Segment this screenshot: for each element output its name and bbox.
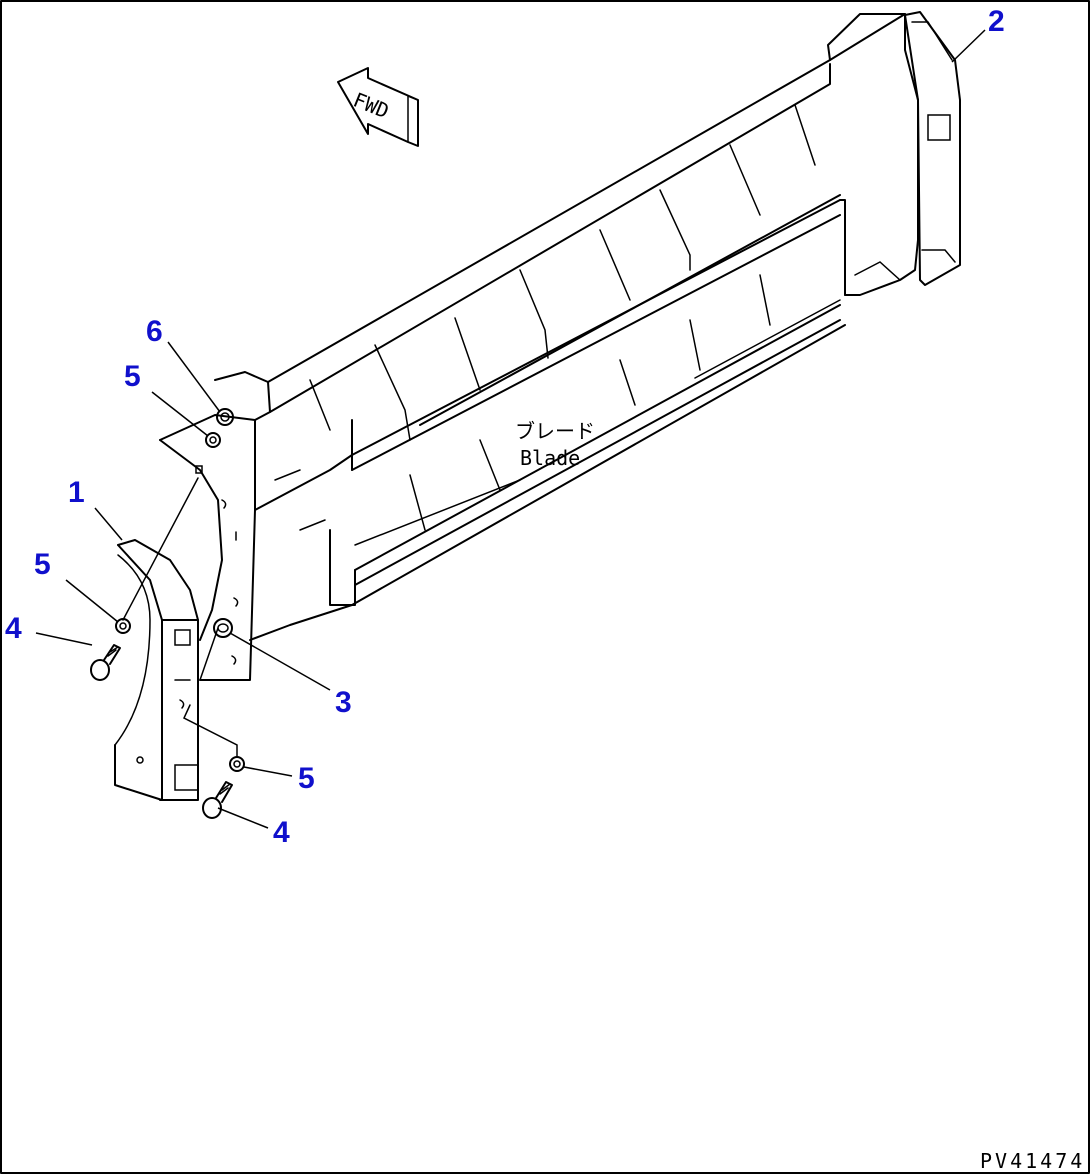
- leader-5c: [243, 766, 293, 777]
- part-1-end-bracket: [114, 539, 199, 801]
- fwd-arrow: FWD: [337, 67, 419, 147]
- blade-label-jp: ブレード: [515, 419, 595, 443]
- guide-line-2: [183, 704, 238, 758]
- leader-3: [229, 632, 331, 691]
- blade-label-en: Blade: [520, 446, 580, 470]
- callout-5a: 5: [34, 548, 51, 581]
- part-5-washer-left: [115, 618, 131, 634]
- blade-body: [159, 13, 919, 681]
- leader-5b: [151, 391, 209, 437]
- part-5-washer-bottom: [229, 756, 245, 772]
- part-5-washer-top: [205, 432, 221, 448]
- bracket-hole: [136, 756, 144, 764]
- part-4-bolt-lower: [202, 781, 233, 819]
- part-2-end-bracket: [904, 11, 961, 286]
- drawing-code: PV41474: [980, 1149, 1085, 1173]
- end-hole-1: [195, 465, 203, 474]
- guide-line-1: [122, 477, 199, 621]
- leader-1: [94, 507, 123, 541]
- callout-5b: 5: [124, 360, 141, 393]
- part-4-bolt-upper: [90, 644, 121, 681]
- leader-4a: [35, 632, 93, 646]
- callout-6: 6: [146, 315, 163, 348]
- leader-5a: [65, 579, 119, 623]
- callout-4b: 4: [273, 816, 290, 849]
- leader-4b: [217, 807, 269, 829]
- leader-6: [167, 341, 221, 413]
- leader-2: [951, 29, 986, 63]
- part-6-nut: [216, 408, 234, 426]
- callout-5c: 5: [298, 762, 315, 795]
- callout-4a: 4: [5, 612, 22, 645]
- callout-3: 3: [335, 686, 352, 719]
- guide-line-3: [199, 627, 219, 681]
- fwd-label: FWD: [350, 87, 392, 123]
- callout-1: 1: [68, 476, 85, 509]
- part-3-washer: [213, 618, 233, 638]
- callout-2: 2: [988, 5, 1005, 38]
